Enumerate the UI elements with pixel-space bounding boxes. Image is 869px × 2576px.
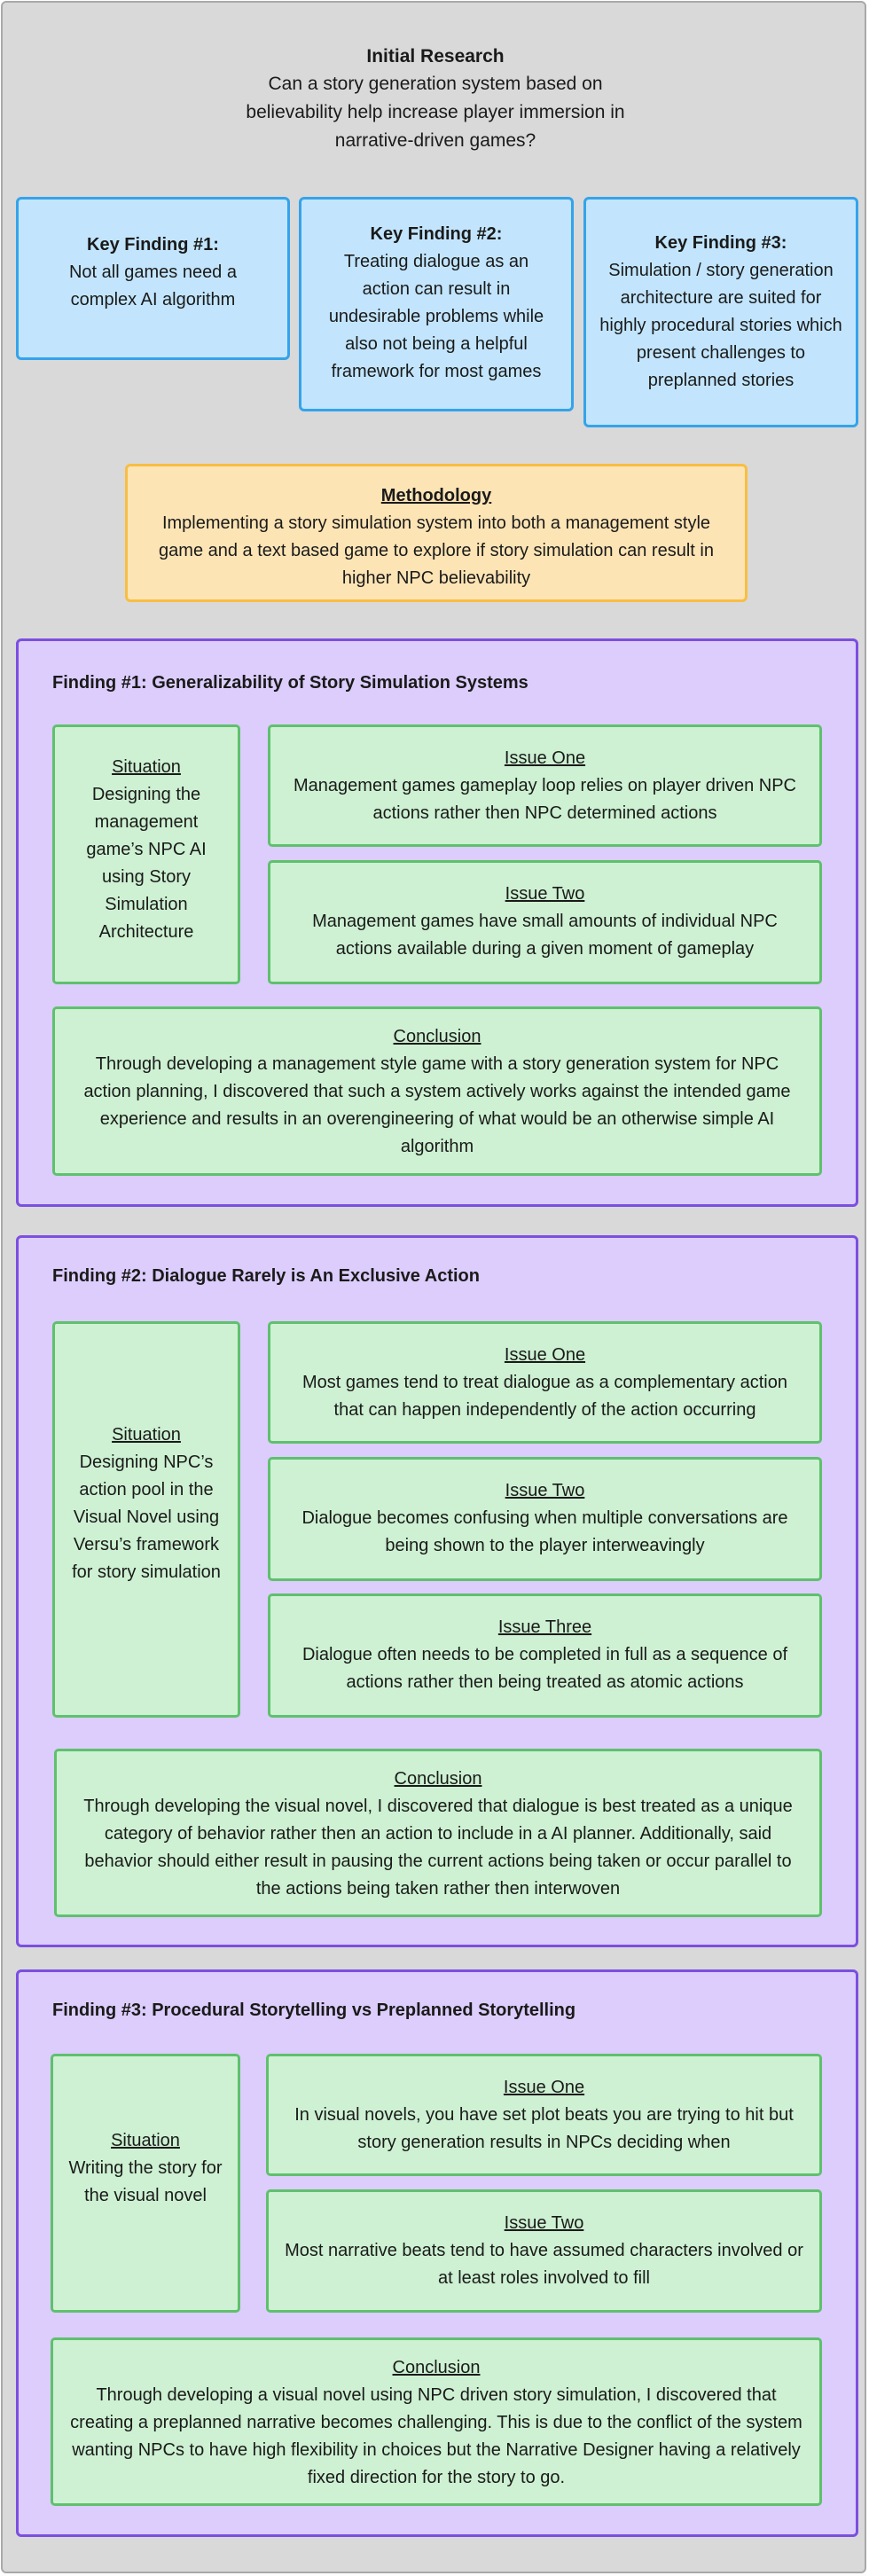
issue-two-box: Issue Two Most narrative beats tend to h… — [266, 2189, 822, 2313]
methodology-title: Methodology — [380, 486, 492, 505]
situation-box: Situation Designing the management game’… — [52, 724, 240, 984]
methodology-box: Methodology Implementing a story simulat… — [125, 464, 748, 602]
conclusion-text: Through developing a visual novel using … — [70, 2385, 802, 2487]
methodology-text: Implementing a story simulation system i… — [159, 513, 714, 588]
situation-title: Situation — [112, 757, 181, 777]
conclusion-title: Conclusion — [392, 2358, 481, 2377]
situation-text: Designing NPC’s action pool in the Visua… — [72, 1452, 221, 1582]
issue-text: Dialogue often needs to be completed in … — [301, 1645, 788, 1692]
issue-title: Issue One — [504, 748, 586, 768]
finding-3-section: Finding #3: Procedural Storytelling vs P… — [16, 1969, 858, 2537]
issue-title: Issue Two — [505, 1481, 585, 1500]
issue-one-box: Issue One Management games gameplay loop… — [268, 724, 822, 847]
finding-title: Finding #2: Dialogue Rarely is An Exclus… — [52, 1266, 480, 1286]
finding-1-section: Finding #1: Generalizability of Story Si… — [16, 638, 858, 1207]
issue-title: Issue One — [503, 2078, 585, 2097]
situation-text: Writing the story for the visual novel — [68, 2158, 223, 2205]
situation-title: Situation — [111, 2131, 180, 2150]
research-title: Initial Research — [366, 46, 505, 67]
issue-text: Most narrative beats tend to have assume… — [285, 2241, 803, 2288]
situation-box: Situation Designing NPC’s action pool in… — [52, 1321, 240, 1718]
finding-title: Finding #3: Procedural Storytelling vs P… — [52, 2001, 576, 2020]
issue-text: Most games tend to treat dialogue as a c… — [302, 1373, 787, 1420]
issue-one-box: Issue One In visual novels, you have set… — [266, 2054, 822, 2176]
research-question: Can a story generation system based on b… — [246, 74, 625, 151]
key-finding-2-box: Key Finding #2: Treating dialogue as an … — [299, 197, 574, 411]
finding-2-section: Finding #2: Dialogue Rarely is An Exclus… — [16, 1235, 858, 1947]
issue-title: Issue One — [504, 1345, 586, 1365]
issue-title: Issue Two — [504, 2213, 584, 2233]
conclusion-box: Conclusion Through developing the visual… — [54, 1749, 822, 1917]
issue-two-box: Issue Two Management games have small am… — [268, 860, 822, 984]
conclusion-text: Through developing the visual novel, I d… — [83, 1797, 793, 1899]
key-finding-text: Treating dialogue as an action can resul… — [328, 252, 544, 381]
issue-three-box: Issue Three Dialogue often needs to be c… — [268, 1593, 822, 1718]
key-finding-title: Key Finding #2: — [370, 224, 503, 244]
issue-two-box: Issue Two Dialogue becomes confusing whe… — [268, 1457, 822, 1581]
conclusion-box: Conclusion Through developing a visual n… — [51, 2337, 822, 2506]
conclusion-box: Conclusion Through developing a manageme… — [52, 1006, 822, 1176]
conclusion-text: Through developing a management style ga… — [83, 1054, 791, 1156]
issue-title: Issue Two — [505, 884, 585, 904]
issue-text: Management games have small amounts of i… — [312, 912, 778, 959]
key-finding-text: Simulation / story generation architectu… — [599, 261, 842, 390]
issue-text: In visual novels, you have set plot beat… — [294, 2105, 794, 2152]
situation-text: Designing the management game’s NPC AI u… — [86, 785, 207, 942]
key-finding-1-box: Key Finding #1: Not all games need a com… — [16, 197, 290, 360]
situation-title: Situation — [112, 1425, 181, 1445]
situation-box: Situation Writing the story for the visu… — [51, 2054, 240, 2313]
research-question-block: Initial Research Can a story generation … — [3, 43, 868, 155]
finding-title: Finding #1: Generalizability of Story Si… — [52, 673, 528, 693]
key-finding-title: Key Finding #3: — [654, 233, 787, 253]
key-finding-3-box: Key Finding #3: Simulation / story gener… — [583, 197, 858, 427]
issue-title: Issue Three — [497, 1617, 592, 1637]
issue-text: Management games gameplay loop relies on… — [294, 776, 796, 823]
issue-text: Dialogue becomes confusing when multiple… — [301, 1508, 788, 1555]
conclusion-title: Conclusion — [394, 1769, 482, 1789]
key-finding-title: Key Finding #1: — [87, 235, 219, 254]
issue-one-box: Issue One Most games tend to treat dialo… — [268, 1321, 822, 1444]
key-finding-text: Not all games need a complex AI algorith… — [68, 262, 237, 309]
conclusion-title: Conclusion — [393, 1027, 481, 1046]
